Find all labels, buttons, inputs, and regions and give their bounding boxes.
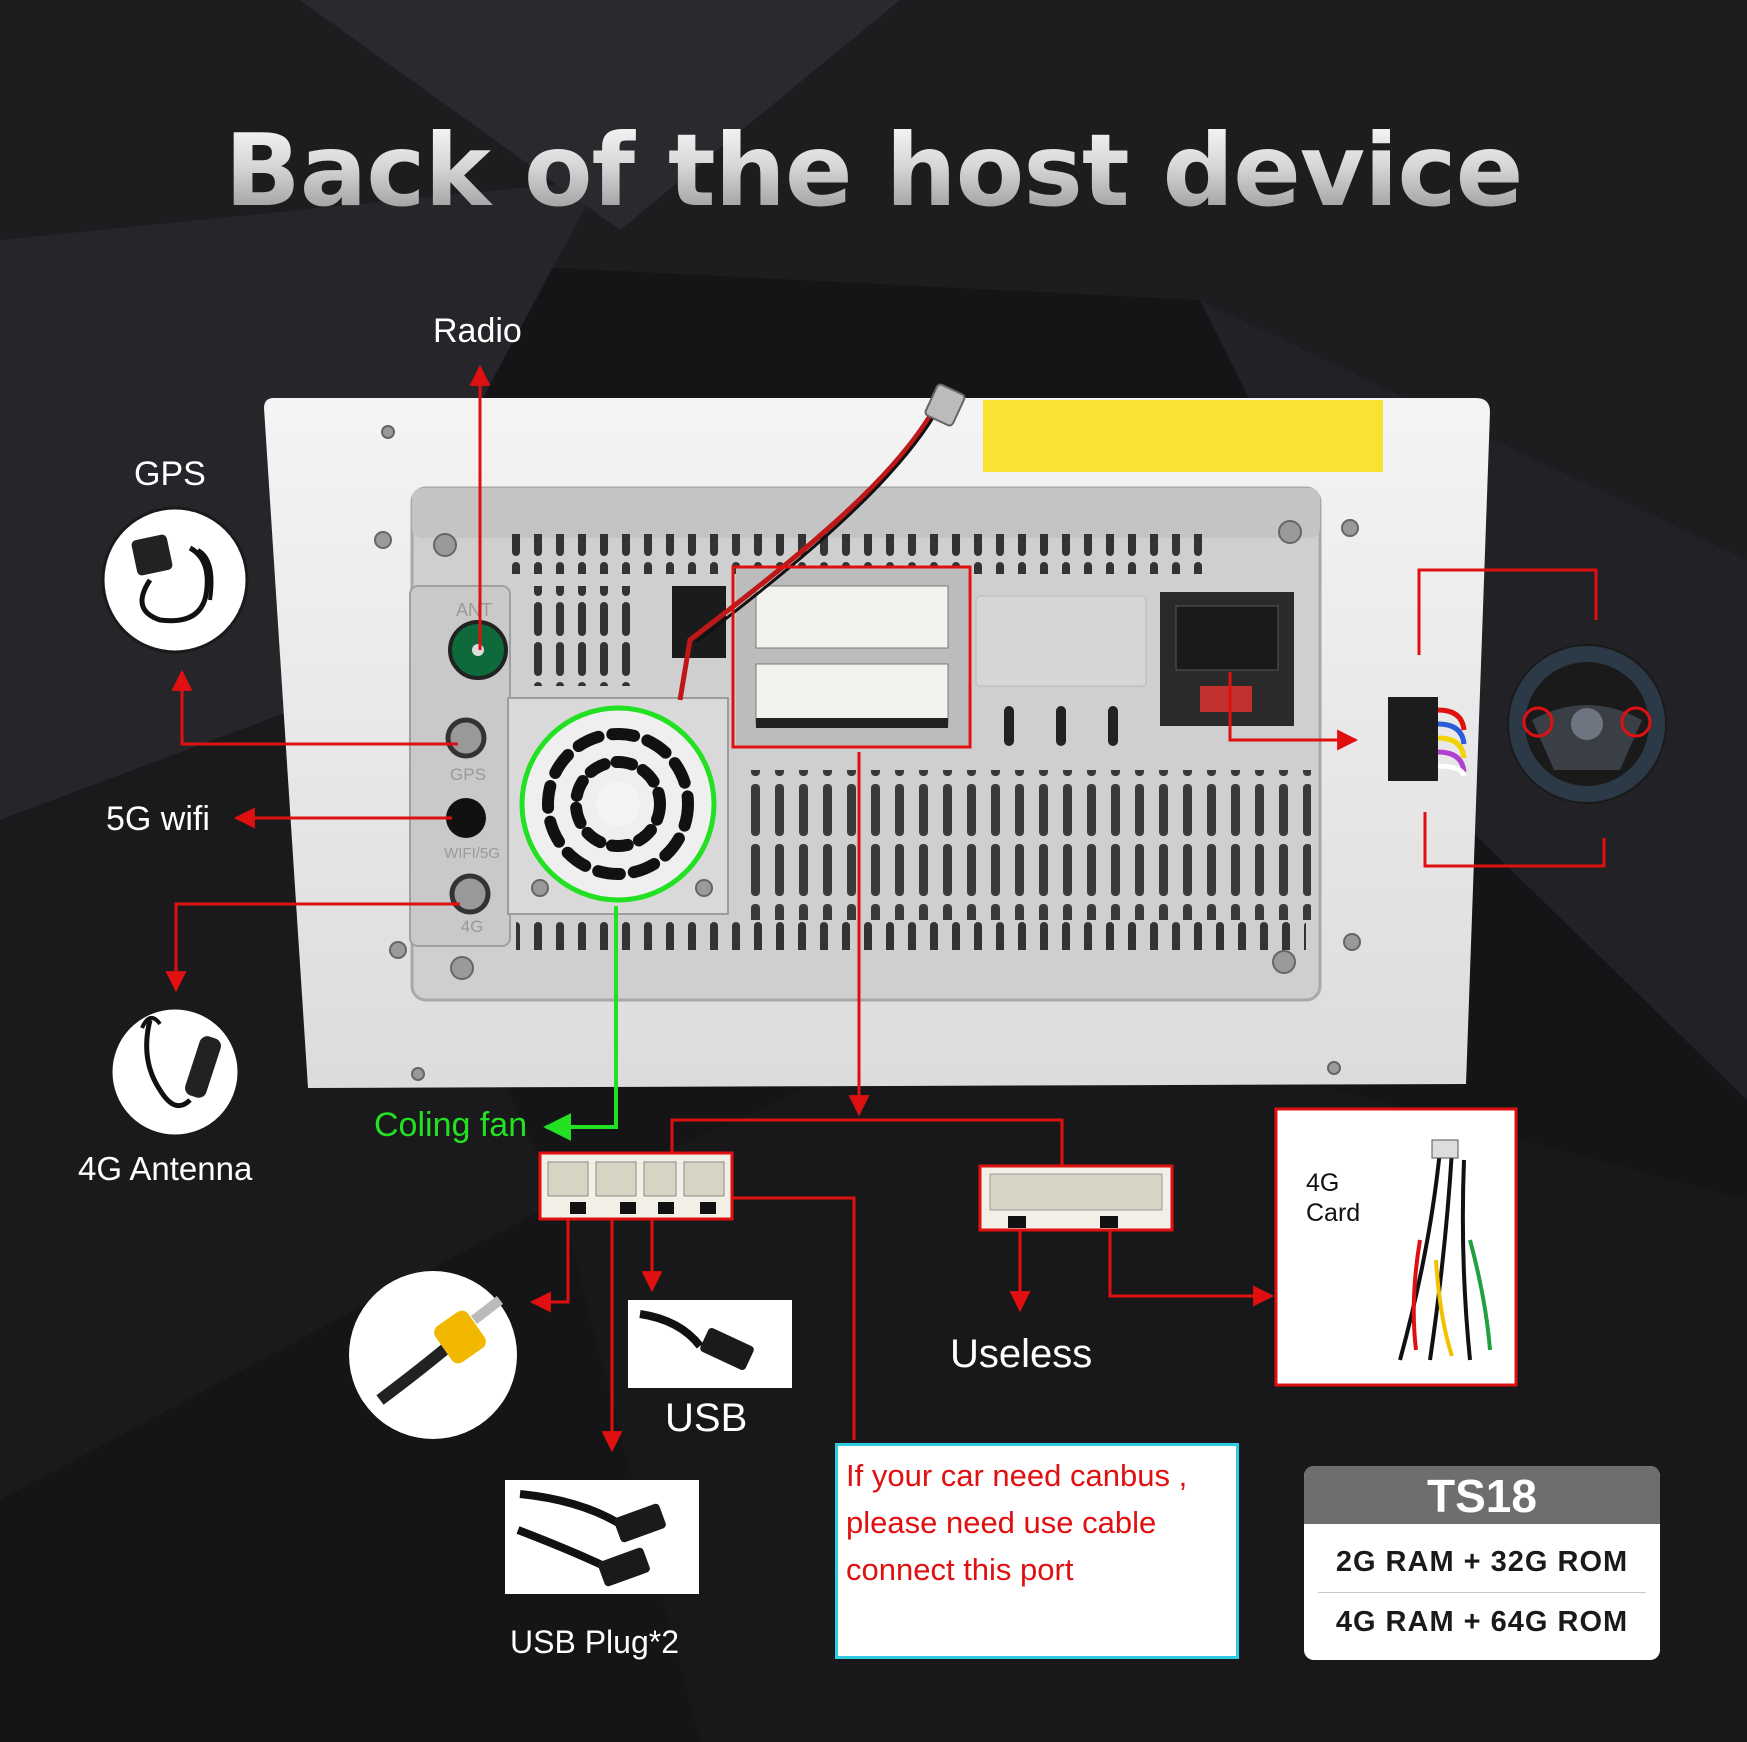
- device-back-plate: ANT GPS WIFI/5G 4G: [264, 383, 1490, 1088]
- spec-divider: [1318, 1592, 1646, 1593]
- steering-wheel-icon: [1507, 644, 1667, 804]
- usb-plug-label: USB Plug*2: [510, 1624, 679, 1660]
- spec-card: TS18 2G RAM + 32G ROM 4G RAM + 64G ROM: [1304, 1466, 1660, 1660]
- antenna-4g-arrow: [165, 902, 460, 993]
- g4-port: [449, 873, 491, 915]
- yellow-sticker: [983, 400, 1383, 472]
- usb-cable-icon: [628, 1300, 792, 1388]
- useless-label: Useless: [950, 1332, 1093, 1376]
- steering-bracket-top: [1417, 568, 1598, 655]
- usb-label: USB: [665, 1396, 748, 1440]
- g4-marking: 4G: [461, 917, 484, 936]
- steering-harness-icon: [1388, 697, 1467, 781]
- rca-arrow: [529, 1218, 570, 1313]
- page-title: Back of the host device: [0, 112, 1747, 229]
- spec-option-1: 2G RAM + 32G ROM: [1335, 1546, 1629, 1578]
- connector-split: [670, 1118, 1064, 1168]
- rca-cable-icon: [349, 1271, 517, 1439]
- spec-model: TS18: [1304, 1466, 1660, 1524]
- usb-plug-icon: [505, 1480, 699, 1594]
- gps-marking: GPS: [450, 765, 486, 784]
- canbus-note-box: If your car need canbus , please need us…: [835, 1443, 1239, 1659]
- canbus-note-text: If your car need canbus , please need us…: [846, 1458, 1188, 1587]
- gps-label: GPS: [134, 455, 206, 493]
- gps-arrow: [171, 669, 458, 746]
- connector-highlight: [731, 565, 972, 749]
- radio-label: Radio: [433, 312, 522, 350]
- antenna-4g-icon: [109, 1006, 241, 1138]
- gps-port: [445, 717, 487, 759]
- wifi-label: 5G wifi: [106, 800, 210, 838]
- connector-a: [538, 1151, 734, 1221]
- antenna-4g-label: 4G Antenna: [78, 1150, 253, 1187]
- wifi-marking: WIFI/5G: [444, 845, 500, 862]
- gps-antenna-icon: [101, 506, 249, 654]
- card-4g-label: 4G Card: [1306, 1169, 1361, 1227]
- steering-arrow: [1228, 672, 1359, 751]
- fan-arrow: [543, 906, 618, 1141]
- card-4g-harness: [1274, 1107, 1518, 1387]
- cooling-fan: [519, 705, 717, 903]
- cooling-fan-label: Coling fan: [374, 1106, 528, 1144]
- canbus-line: [732, 1196, 856, 1440]
- connector-b: [978, 1164, 1174, 1232]
- spec-option-2: 4G RAM + 64G ROM: [1335, 1606, 1629, 1638]
- card-4g-arrow: [1108, 1226, 1275, 1307]
- ant-marking: ANT: [456, 600, 492, 620]
- wifi-port: [446, 798, 486, 838]
- steering-bracket-bottom: [1423, 812, 1606, 868]
